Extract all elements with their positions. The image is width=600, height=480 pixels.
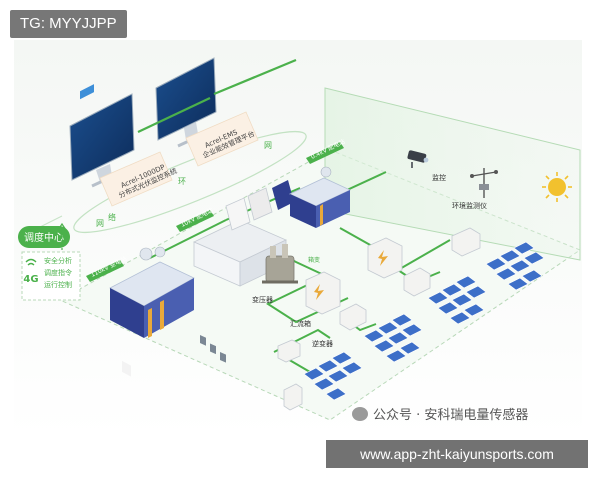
solar-array-3 — [363, 313, 423, 363]
dispatch-line-2: 调度指令 — [44, 268, 72, 277]
network-ring — [73, 131, 307, 233]
dispatch-center: 调度中心 4G 安全分析 调度指令 运行控制 — [17, 215, 81, 301]
tg-badge: TG: MYYJJPP — [10, 10, 127, 38]
weather-station-icon — [470, 168, 498, 198]
cabinet-10kv — [193, 219, 287, 363]
inverter-label: 逆变器 — [312, 339, 333, 348]
cabinet-110kv-window — [122, 360, 131, 377]
transformer-main-label: 变压器 — [252, 295, 273, 304]
inverter-right — [451, 227, 481, 257]
env-box — [283, 383, 303, 411]
solar-array-4 — [303, 351, 363, 401]
inverter-bottom — [277, 339, 301, 363]
monitor-1000dp — [69, 84, 135, 188]
network-label: 4G — [23, 274, 38, 285]
box-transformer-label: 箱变 — [308, 256, 320, 264]
monitor-link — [137, 97, 211, 133]
box-transformer — [305, 271, 341, 315]
inverter-mid — [403, 267, 431, 297]
ring-label-4: 网 — [264, 141, 272, 150]
env-monitor-label: 环境监测仪 — [452, 201, 487, 210]
url-badge: www.app-zht-kaiyunsports.com — [326, 440, 588, 468]
dispatch-title-pill — [18, 226, 70, 248]
wechat-icon — [352, 407, 368, 421]
ring-label-1: 网 — [96, 219, 104, 228]
meter-group — [225, 180, 294, 231]
dispatch-line-1: 安全分析 — [44, 256, 72, 265]
dispatch-line-3: 运行控制 — [44, 280, 72, 289]
ring-label-2: 络 — [108, 212, 116, 222]
cabinet-04kv — [289, 166, 351, 228]
sun-icon — [542, 172, 572, 202]
monitor-1000dp-screen-tile — [80, 84, 94, 100]
signal-icon — [25, 258, 37, 266]
solar-array-1 — [485, 241, 545, 291]
cabinet-110kv — [109, 246, 195, 377]
inverter-lower — [339, 303, 367, 331]
watermark: 公众号 · 安科瑞电量传感器 — [352, 406, 528, 426]
ring-label-3: 环 — [178, 177, 186, 186]
transformer-main — [262, 244, 298, 284]
watermark-text: 公众号 · 安科瑞电量传感器 — [373, 408, 529, 423]
dispatch-title: 调度中心 — [24, 231, 64, 244]
inverter-center — [367, 237, 403, 279]
camera-icon — [407, 150, 429, 168]
converter-label: 汇流箱 — [290, 319, 311, 328]
camera-label: 监控 — [432, 173, 446, 182]
solar-array-2 — [427, 275, 487, 325]
